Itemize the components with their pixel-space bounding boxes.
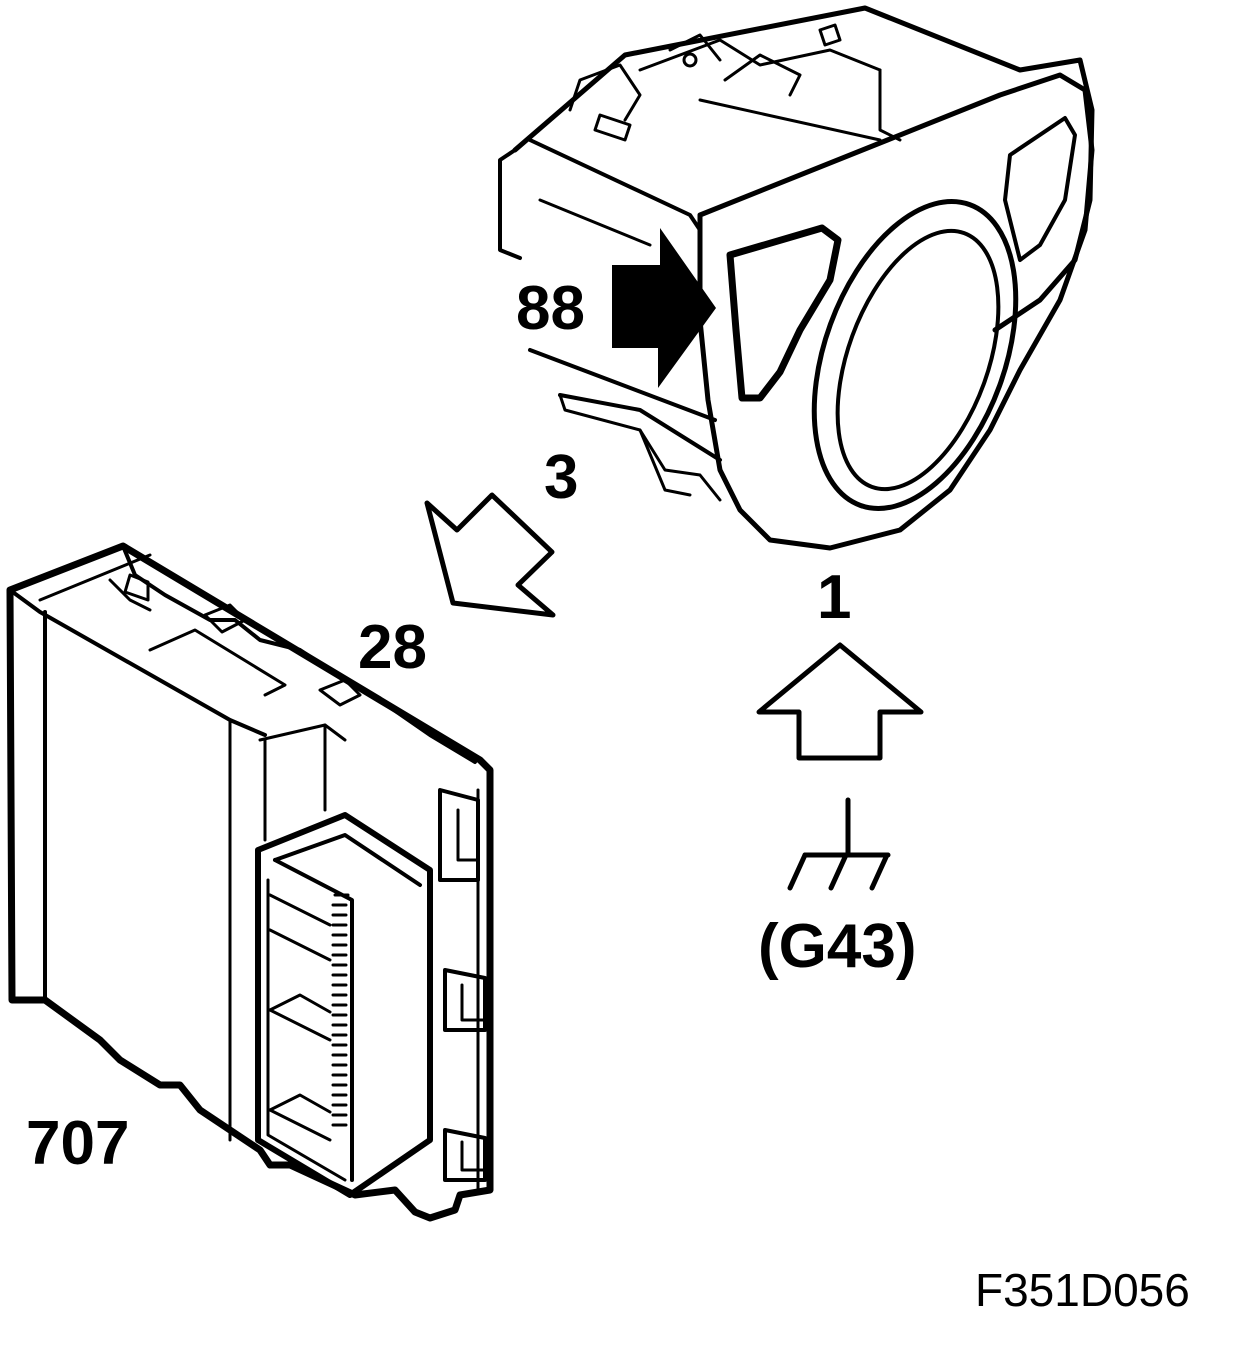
label-ground-g43: (G43) xyxy=(758,912,917,981)
ground-symbol xyxy=(787,797,891,891)
figure-code: F351D056 xyxy=(975,1264,1190,1316)
label-component-88: 88 xyxy=(516,274,585,343)
label-connector-3: 3 xyxy=(544,443,579,512)
switch-housing xyxy=(498,5,1095,551)
connection-arrow-diagonal xyxy=(424,492,556,618)
connection-arrow-up xyxy=(756,642,924,761)
label-pin-1: 1 xyxy=(817,563,852,632)
control-module xyxy=(6,542,494,1222)
label-module-707: 707 xyxy=(26,1109,130,1178)
label-pin-28: 28 xyxy=(358,613,427,682)
